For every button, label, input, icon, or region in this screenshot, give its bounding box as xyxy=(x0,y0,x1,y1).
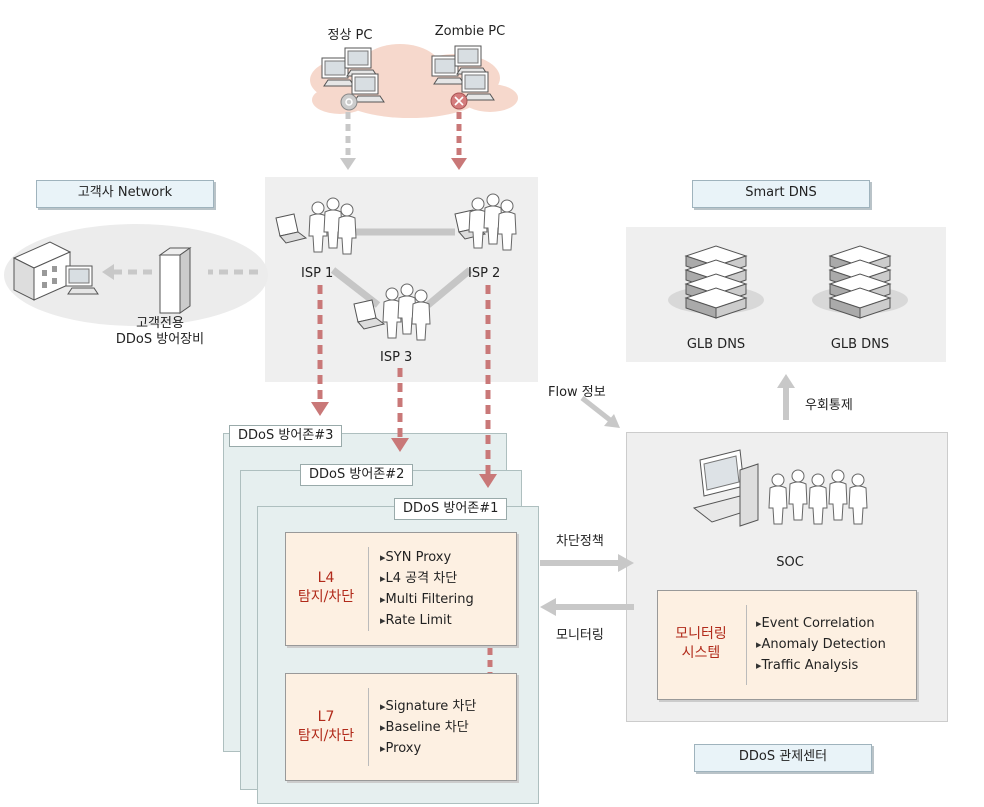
isp1-label: ISP 1 xyxy=(301,266,334,281)
monitoring-title-line1: 모니터링 xyxy=(675,626,727,642)
l7-title-line1: L7 xyxy=(317,709,335,725)
flow-info-label: Flow 정보 xyxy=(548,385,606,400)
l4-item: Multi Filtering xyxy=(380,589,474,610)
monitoring-feature-list: Event Correlation Anomaly Detection Traf… xyxy=(756,613,886,676)
l4-item: Rate Limit xyxy=(380,610,474,631)
monitoring-system-title: 모니터링 시스템 xyxy=(658,625,744,663)
l7-divider xyxy=(368,688,369,766)
smart-dns-tag: Smart DNS xyxy=(692,180,870,208)
customer-ddos-device-icon xyxy=(158,247,192,314)
soc-icon xyxy=(692,449,868,527)
zombie-pc-icon xyxy=(431,45,495,110)
block-policy-label: 차단정책 xyxy=(556,534,604,549)
l4-feature-list: SYN Proxy L4 공격 차단 Multi Filtering Rate … xyxy=(380,547,474,631)
l7-item: Proxy xyxy=(380,738,476,759)
ddos-control-center-tag: DDoS 관제센터 xyxy=(694,744,872,772)
l4-divider xyxy=(368,547,369,631)
zone2-label: DDoS 방어존#2 xyxy=(300,464,414,486)
l4-title: L4 탐지/차단 xyxy=(286,569,366,607)
customer-device-label-2: DDoS 방어장비 xyxy=(115,332,205,347)
soc-label: SOC xyxy=(776,555,804,570)
l4-item: SYN Proxy xyxy=(380,547,474,568)
monitoring-label: 모니터링 xyxy=(556,628,604,643)
glb-dns-1-icon xyxy=(668,245,764,319)
isp2-icon xyxy=(454,193,517,251)
glb-dns-2-label: GLB DNS xyxy=(830,337,890,352)
zombie-pc-label: Zombie PC xyxy=(434,24,506,39)
glb-dns-2-icon xyxy=(812,245,908,319)
customer-network-tag: 고객사 Network xyxy=(36,180,214,208)
l4-item: L4 공격 차단 xyxy=(380,568,474,589)
customer-device-label-1: 고객전용 xyxy=(136,316,184,331)
l4-title-line2: 탐지/차단 xyxy=(297,589,355,605)
l7-title-line2: 탐지/차단 xyxy=(297,728,355,744)
l7-feature-list: Signature 차단 Baseline 차단 Proxy xyxy=(380,696,477,759)
l7-title: L7 탐지/차단 xyxy=(286,708,366,746)
isp1-icon xyxy=(275,197,357,255)
normal-pc-icon xyxy=(321,47,385,111)
isp2-label: ISP 2 xyxy=(468,266,501,281)
monitoring-divider xyxy=(746,605,747,685)
monitoring-system-box: 모니터링 시스템 Event Correlation Anomaly Detec… xyxy=(657,590,917,700)
monitoring-title-line2: 시스템 xyxy=(681,645,721,661)
zone3-label: DDoS 방어존#3 xyxy=(229,425,343,447)
l7-item: Baseline 차단 xyxy=(380,717,476,738)
l7-item: Signature 차단 xyxy=(380,696,477,717)
l4-detection-box: L4 탐지/차단 SYN Proxy L4 공격 차단 Multi Filter… xyxy=(285,532,517,646)
l7-detection-box: L7 탐지/차단 Signature 차단 Baseline 차단 Proxy xyxy=(285,673,517,781)
detour-control-label: 우회통제 xyxy=(805,398,853,413)
monitoring-item: Traffic Analysis xyxy=(756,655,886,676)
normal-pc-label: 정상 PC xyxy=(327,28,373,43)
isp3-label: ISP 3 xyxy=(380,350,413,365)
customer-building-icon xyxy=(12,241,99,301)
zone1-label: DDoS 방어존#1 xyxy=(394,498,508,520)
l4-title-line1: L4 xyxy=(317,570,335,586)
glb-dns-1-label: GLB DNS xyxy=(686,337,746,352)
monitoring-item: Anomaly Detection xyxy=(756,634,886,655)
monitoring-item: Event Correlation xyxy=(756,613,886,634)
